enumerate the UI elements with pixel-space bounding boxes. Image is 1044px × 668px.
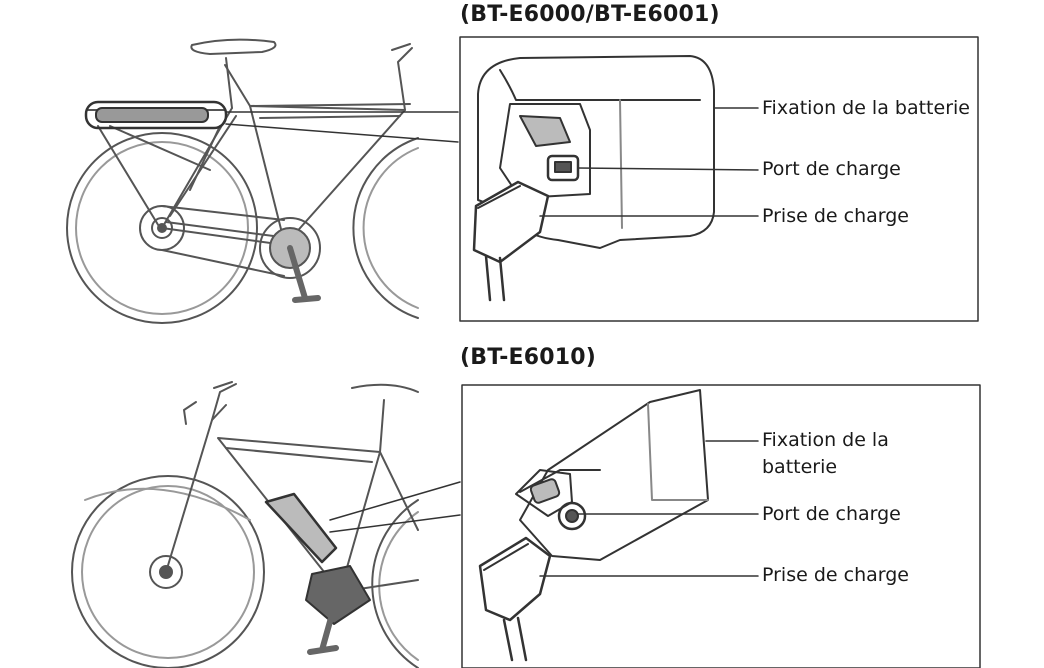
label-charging-port-bottom: Port de charge [762, 503, 901, 525]
label-battery-mount-bottom-line1: Fixation de la [762, 429, 889, 451]
bottom-charging-cable [502, 616, 528, 662]
section-title-top: (BT-E6000/BT-E6001) [460, 2, 720, 27]
label-charging-port-top: Port de charge [762, 158, 901, 180]
top-charging-cable [484, 254, 506, 302]
bottom-charging-port [557, 501, 587, 531]
top-battery-closeup [472, 55, 759, 302]
label-charging-plug-top: Prise de charge [762, 205, 909, 227]
bottom-bike-front-hub [149, 555, 183, 589]
top-port-housing [499, 103, 591, 199]
bottom-bike-drive-unit [305, 565, 371, 625]
bottom-battery-closeup [478, 389, 759, 662]
bottom-charging-plug [478, 536, 552, 622]
bottom-port-housing [515, 469, 573, 517]
top-bike-battery [84, 100, 228, 130]
bottom-bike-handlebar [183, 401, 197, 425]
top-charging-plug [472, 180, 550, 264]
top-bike-front-wheel [352, 137, 419, 319]
top-bike-illustration [66, 38, 459, 324]
label-charging-plug-bottom: Prise de charge [762, 564, 909, 586]
bottom-bike-front-wheel [71, 475, 265, 668]
top-bike-drive-unit [259, 217, 321, 279]
bottom-bike-battery [264, 492, 338, 564]
label-battery-mount-bottom-line2: batterie [762, 456, 838, 478]
bottom-bike-rear-wheel [371, 499, 419, 668]
top-bike-saddle [190, 38, 277, 55]
top-callout-frame [459, 36, 979, 322]
top-bike-rear-wheel [66, 132, 258, 324]
bottom-bike-illustration [71, 381, 461, 668]
bottom-battery-body [519, 389, 709, 561]
section-title-bottom: (BT-E6010) [460, 345, 597, 370]
label-battery-mount-top: Fixation de la batterie [762, 97, 970, 119]
bottom-callout-frame [461, 384, 981, 668]
